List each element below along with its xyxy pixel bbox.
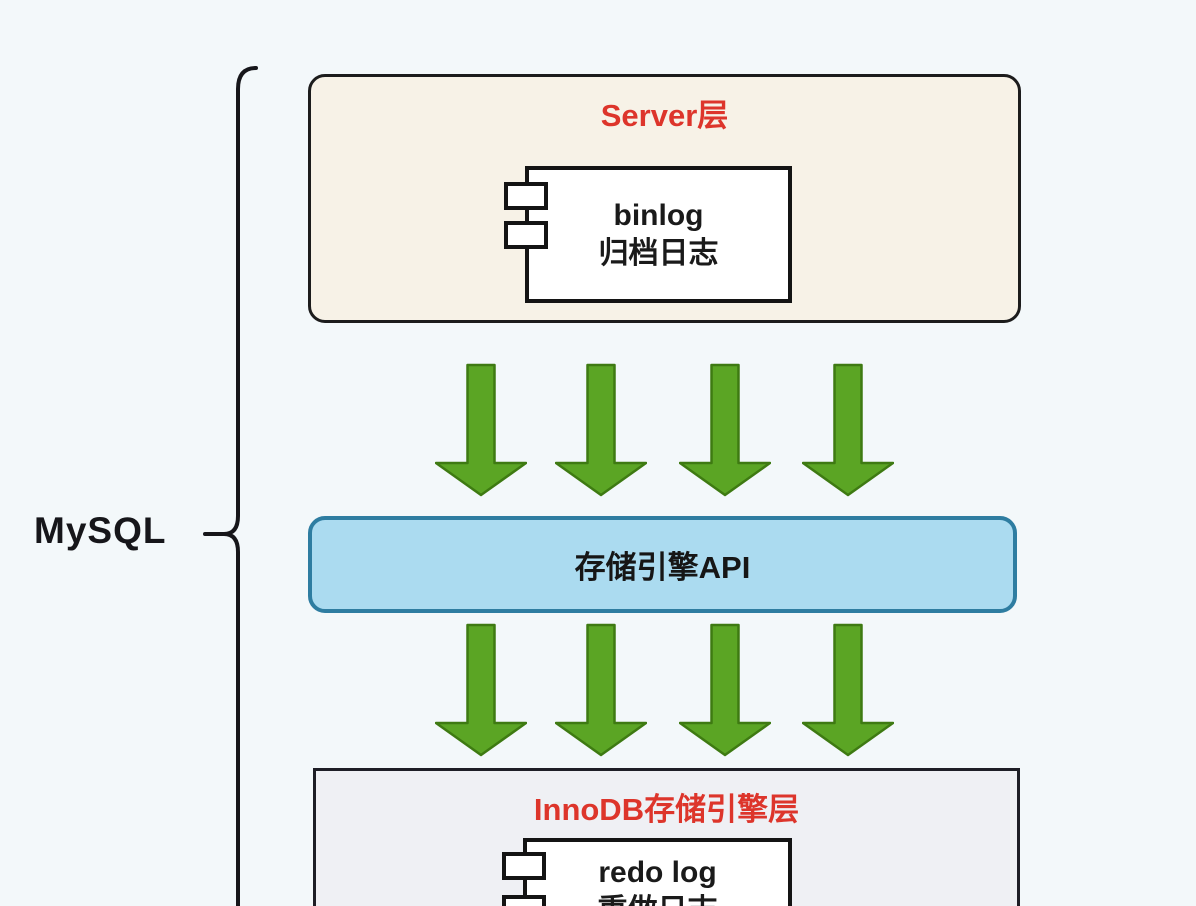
storage-engine-api-box: 存储引擎API xyxy=(308,516,1017,613)
down-arrow-icon xyxy=(435,363,527,497)
down-arrow-icon xyxy=(802,363,894,497)
down-arrow-icon xyxy=(555,623,647,757)
down-arrow-icon xyxy=(555,363,647,497)
mysql-label: MySQL xyxy=(34,510,167,551)
down-arrow-icon xyxy=(679,623,771,757)
redolog-label: redo log xyxy=(598,856,717,889)
binlog-sublabel: 归档日志 xyxy=(598,236,719,270)
down-arrow-icon xyxy=(802,623,894,757)
binlog-label: binlog xyxy=(613,198,704,232)
component-icon xyxy=(502,852,546,880)
down-arrow-icon xyxy=(679,363,771,497)
redolog-component-box: redo log 重做日志 xyxy=(523,838,792,906)
brace-icon xyxy=(203,66,258,906)
redolog-sublabel: 重做日志 xyxy=(598,892,718,906)
component-icon xyxy=(504,221,548,249)
component-icon xyxy=(502,895,546,906)
innodb-layer-title: InnoDB存储引擎层 xyxy=(533,792,800,827)
down-arrow-icon xyxy=(435,623,527,757)
server-layer-title: Server层 xyxy=(600,98,729,133)
component-icon xyxy=(504,182,548,210)
storage-engine-api-label: 存储引擎API xyxy=(574,550,751,585)
binlog-component-box: binlog 归档日志 xyxy=(525,166,792,303)
